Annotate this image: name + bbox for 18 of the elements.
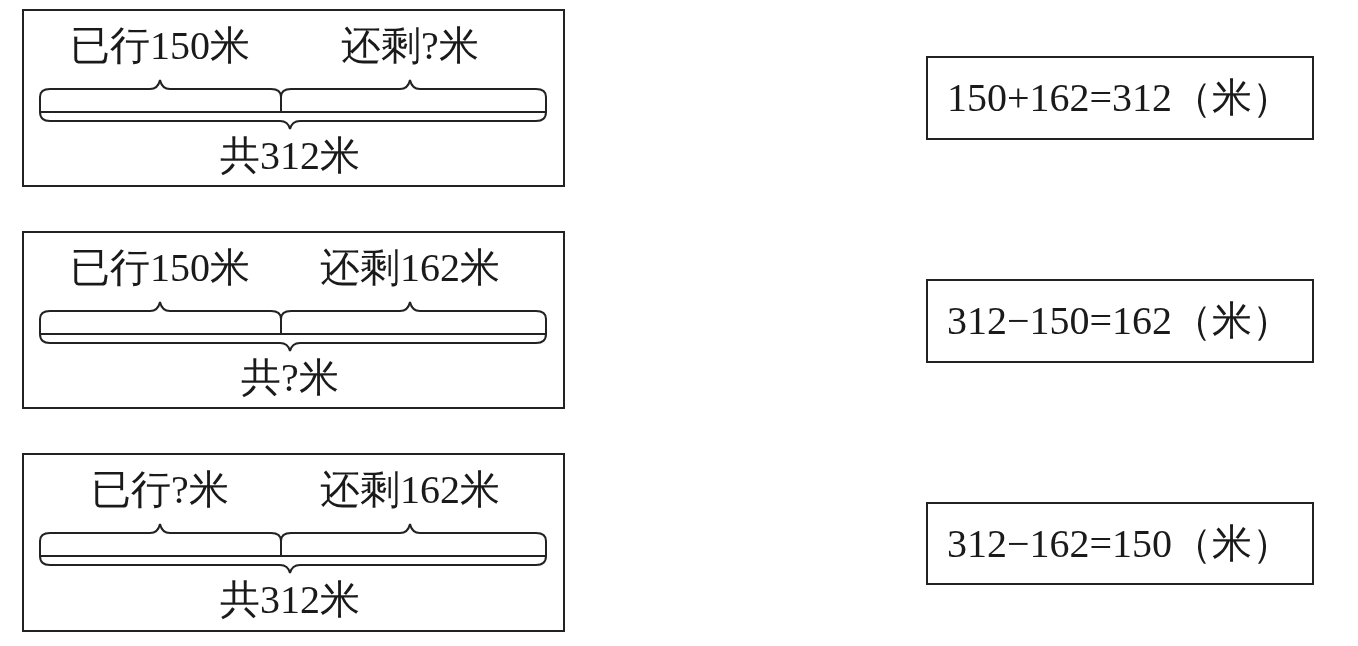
segment-label: 还剩?米 [341,23,479,69]
segment-label: 还剩162米 [320,245,500,291]
total-label: 共312米 [220,133,360,179]
equation-box [926,279,1314,363]
equation-box [926,502,1314,585]
segment-label: 已行150米 [70,245,250,291]
bar-model-box [22,231,565,409]
total-label: 共?米 [241,355,339,401]
equation-text: 312−162=150（米） [947,521,1293,567]
segment-label: 已行?米 [91,467,229,513]
segment-label: 还剩162米 [320,467,500,513]
total-label: 共312米 [220,577,360,623]
equation-box [926,56,1314,140]
equation-text: 312−150=162（米） [947,298,1293,344]
segment-label: 已行150米 [70,23,250,69]
bar-model-box [22,9,565,187]
bar-model-box [22,453,565,632]
equation-text: 150+162=312（米） [947,75,1293,121]
